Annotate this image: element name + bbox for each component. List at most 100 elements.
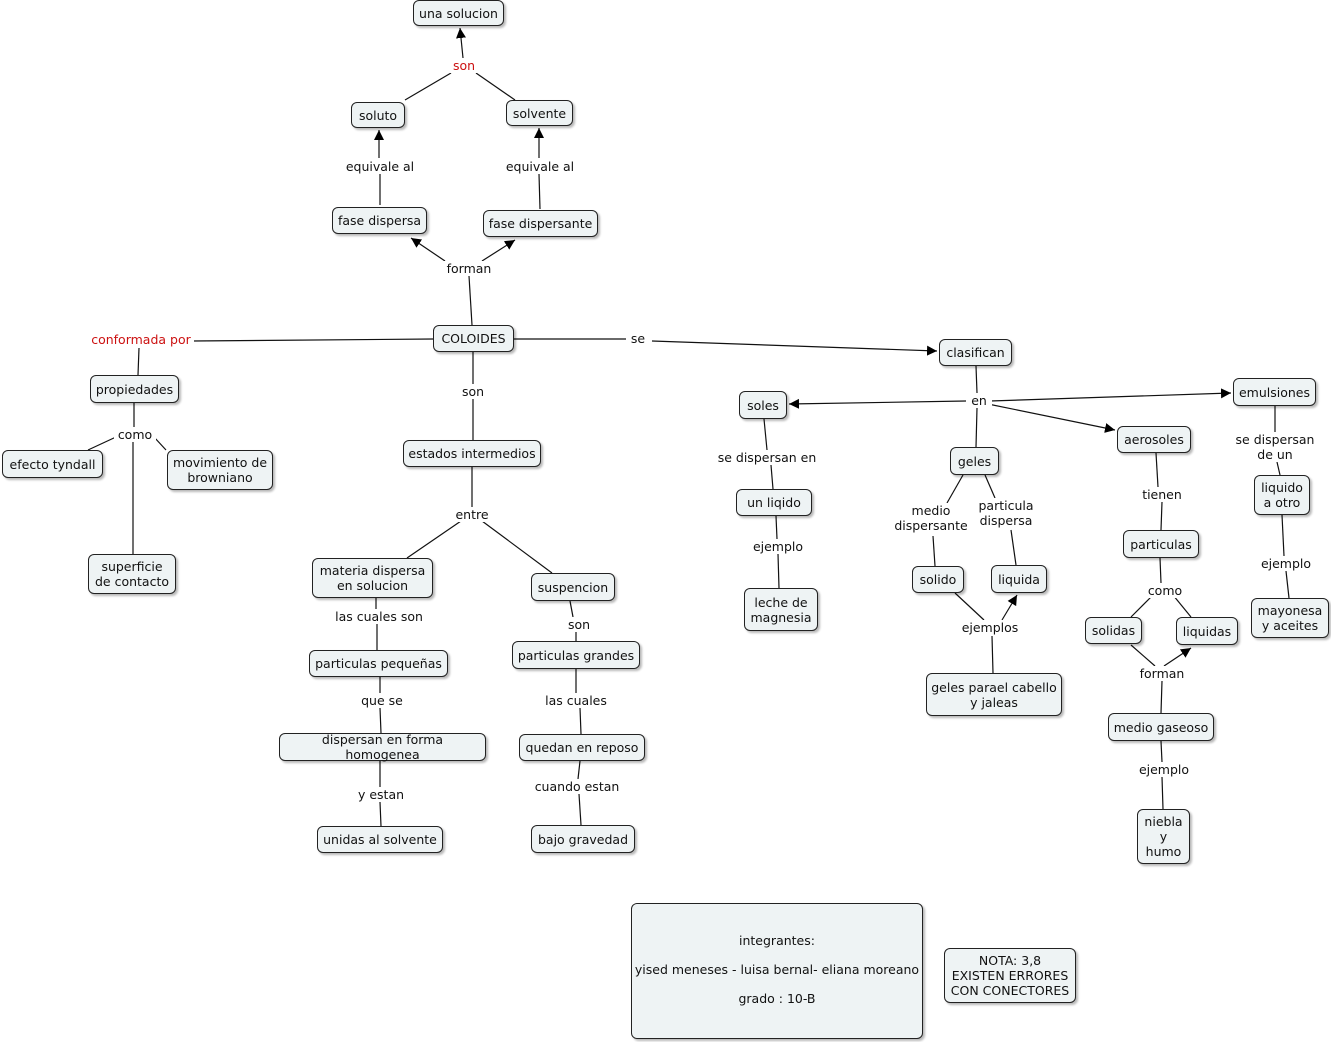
node-movimiento-browniano[interactable]: movimiento de browniano [167,450,273,490]
link-ejemplo-soles: ejemplo [749,539,807,554]
link-las-cuales-son: las cuales son [331,609,427,624]
connector-line [379,801,382,827]
node-suspencion[interactable]: suspencion [531,573,615,601]
link-entre: entre [451,507,493,522]
node-niebla-humo[interactable]: niebla y humo [1137,809,1190,864]
link-son-susp: son [563,617,595,632]
node-particulas[interactable]: particulas [1123,530,1199,558]
link-forman-aer: forman [1135,666,1189,681]
connector-line [406,520,462,559]
connector-line [578,793,582,826]
connector-line [991,635,994,674]
node-mayonesa[interactable]: mayonesa y aceites [1251,598,1329,638]
node-unidas-solvente[interactable]: unidas al solvente [317,826,443,853]
node-solido[interactable]: solido [912,566,964,593]
connector-line [1155,452,1159,488]
node-efecto-tyndall[interactable]: efecto tyndall [2,450,103,478]
node-coloides[interactable]: COLOIDES [433,325,514,352]
node-materia-dispersa[interactable]: materia dispersa en solucion [312,558,433,598]
node-una-solucion[interactable]: una solucion [413,0,504,26]
node-liquido-otro[interactable]: liquido a otro [1254,475,1310,515]
node-soluto[interactable]: soluto [351,102,405,128]
link-particula-dispersa: particula dispersa [974,498,1038,528]
connector-line [1130,644,1156,667]
node-dispersan-homogenea[interactable]: dispersan en forma homogenea [279,732,486,762]
connector-line [1130,594,1154,618]
node-particulas-pequenas[interactable]: particulas pequeñas [309,650,448,677]
link-se: se [626,331,650,346]
connector-line [475,72,516,101]
connector-line [404,72,452,101]
node-solvente[interactable]: solvente [506,100,573,126]
node-medio-gaseoso[interactable]: medio gaseoso [1108,713,1214,741]
connector-line [538,173,541,210]
link-ejemplo-emul: ejemplo [1257,556,1315,571]
link-son-estados: son [457,384,489,399]
connector-line [579,707,582,735]
link-que-se: que se [356,693,408,708]
integrantes-grado: grado : 10-B [738,991,816,1006]
connector-line [770,464,774,490]
connector-line [651,340,938,356]
connector-line [954,592,985,621]
node-aerosoles[interactable]: aerosoles [1117,426,1191,453]
node-geles[interactable]: geles [950,447,999,475]
connector-line [984,474,996,499]
link-se-dispersan-en: se dispersan en [714,450,820,465]
link-en: en [966,393,992,408]
node-bajo-gravedad[interactable]: bajo gravedad [531,825,635,853]
node-particulas-grandes[interactable]: particulas grandes [512,641,640,669]
link-y-estan: y estan [351,787,411,802]
node-soles[interactable]: soles [739,391,787,419]
link-equivale-1: equivale al [343,159,417,174]
connector-line [456,27,466,59]
connector-line [1160,501,1163,531]
link-son-top: son [450,58,478,73]
connector-line [777,553,780,589]
connector-line [1160,740,1163,763]
connector-line [1010,529,1017,566]
node-superficie-contacto[interactable]: superficie de contacto [88,554,176,594]
connector-line [137,347,140,376]
connector-line [975,365,978,394]
link-como-aer: como [1144,583,1186,598]
connector-line [1160,680,1163,714]
node-liquidas[interactable]: liquidas [1176,617,1238,645]
node-liquida[interactable]: liquida [991,565,1047,593]
connector-line [153,436,167,451]
node-clasifican[interactable]: clasifican [939,339,1012,366]
connector-line [788,398,967,409]
connector-line [1285,570,1290,599]
connector-line [763,418,768,451]
node-geles-cabello[interactable]: geles parael cabello y jaleas [926,673,1062,716]
connector-line [191,338,434,342]
node-fase-dispersante[interactable]: fase dispersante [483,210,598,237]
integrantes-title: integrantes: [739,933,815,948]
node-leche-magnesia[interactable]: leche de magnesia [744,588,818,631]
node-estados-intermedios[interactable]: estados intermedios [403,440,541,467]
node-fase-dispersa[interactable]: fase dispersa [332,207,427,234]
connector-line [569,600,574,618]
link-las-cuales: las cuales [541,693,611,708]
connector-line [481,520,553,574]
node-un-liqido[interactable]: un liqido [736,489,812,516]
link-medio-dispersante: medio dispersante [891,503,971,533]
connector-line [775,515,778,540]
connector-line [481,239,516,262]
link-ejemplo-aer: ejemplo [1135,762,1193,777]
node-solidas[interactable]: solidas [1085,617,1142,644]
link-tienen: tienen [1137,487,1187,502]
link-conformada-por: conformada por [88,332,194,347]
connector-line [1172,594,1192,618]
connector-line [1163,647,1192,667]
connector-line [410,237,446,262]
connector-line [987,403,1116,433]
link-forman-top: forman [442,261,496,276]
integrantes-box: integrantes: yised meneses - luisa berna… [631,903,923,1039]
node-quedan-reposo[interactable]: quedan en reposo [519,734,645,761]
connector-line [1281,514,1285,557]
connector-line [932,535,936,567]
link-se-dispersan-de-un: se dispersan de un [1232,432,1318,462]
node-emulsiones[interactable]: emulsiones [1233,378,1316,406]
node-propiedades[interactable]: propiedades [90,375,179,403]
